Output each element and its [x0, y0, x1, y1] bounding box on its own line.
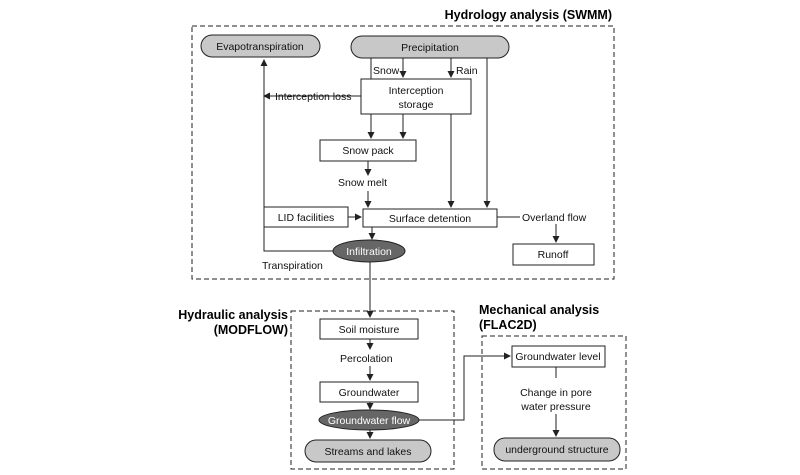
groundwater-text: Groundwater [339, 387, 400, 399]
evapotranspiration-text: Evapotranspiration [216, 41, 304, 53]
hydraulic-section-title: Hydraulic analysis [178, 308, 288, 322]
lid-facilities-node: LID facilities [263, 206, 349, 228]
hydrology-group-frame [191, 25, 615, 280]
evapotranspiration-node: Evapotranspiration [200, 34, 321, 58]
mechanical-section-title: Mechanical analysis [479, 303, 599, 317]
snow-label: Snow [373, 65, 400, 77]
underground-structure-node: underground structure [493, 437, 621, 462]
overland-flow-label: Overland flow [522, 212, 587, 224]
hydraulic-section-subtitle: (MODFLOW) [214, 323, 288, 337]
groundwater-level-node: Groundwater level [511, 345, 606, 368]
soil-moisture-text: Soil moisture [339, 324, 400, 336]
surface-detention-node: Surface detention [362, 208, 498, 228]
infiltration-node: Infiltration [332, 239, 406, 263]
precipitation-node: Precipitation [350, 35, 510, 59]
streams-lakes-node: Streams and lakes [304, 439, 432, 463]
percolation-label: Percolation [340, 353, 393, 365]
groundwater-node: Groundwater [319, 381, 419, 403]
snow-pack-text: Snow pack [342, 145, 394, 157]
streams-lakes-text: Streams and lakes [325, 446, 412, 458]
precipitation-text: Precipitation [401, 42, 459, 54]
snow-pack-node: Snow pack [319, 139, 417, 162]
lid-facilities-text: LID facilities [278, 212, 335, 224]
infiltration-text: Infiltration [346, 246, 392, 258]
soil-moisture-node: Soil moisture [319, 318, 419, 340]
hydrology-section-title: Hydrology analysis (SWMM) [445, 8, 612, 22]
connectors [260, 58, 560, 439]
surface-detention-text: Surface detention [389, 213, 471, 225]
mechanical-section-subtitle: (FLAC2D) [479, 318, 537, 332]
pore-pressure-label-line1: Change in pore [520, 387, 592, 399]
snow-melt-label: Snow melt [338, 177, 387, 189]
transpiration-label: Transpiration [262, 260, 323, 272]
groundwater-level-text: Groundwater level [515, 351, 600, 363]
interception-storage-text-line2: storage [398, 99, 433, 111]
interception-loss-label: Interception loss [275, 91, 351, 103]
groundwater-flow-node: Groundwater flow [318, 409, 420, 431]
pore-pressure-label-line2: water pressure [520, 401, 591, 413]
interception-storage-text-line1: Interception [389, 85, 444, 97]
groundwater-flow-text: Groundwater flow [328, 415, 411, 427]
runoff-text: Runoff [538, 249, 569, 261]
underground-structure-text: underground structure [505, 444, 608, 456]
runoff-node: Runoff [512, 243, 595, 266]
rain-label: Rain [456, 65, 478, 77]
interception-storage-node: Interception storage [360, 78, 472, 115]
mechanical-group-frame [481, 335, 627, 470]
